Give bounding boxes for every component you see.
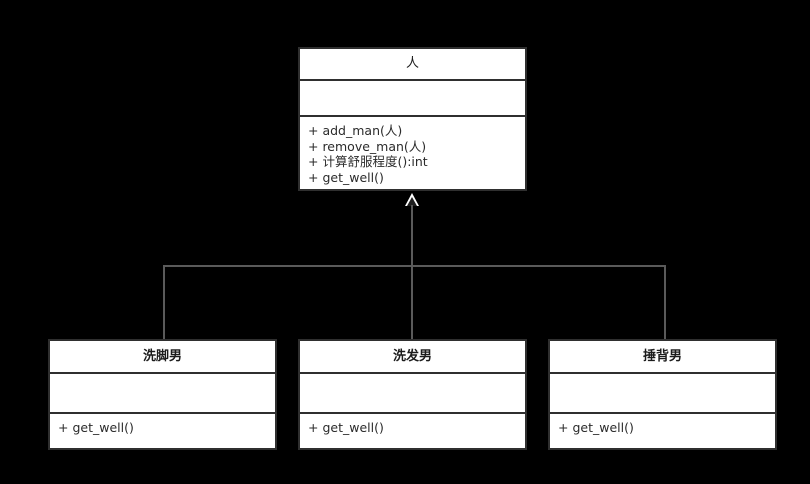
connector-horizontal-bus [163, 265, 666, 267]
class-attributes-child-3 [550, 372, 775, 412]
class-box-child-2[interactable]: 洗发男 + get_well() [298, 339, 527, 450]
class-operations-parent: + add_man(人) + remove_man(人) + 计算舒服程度():… [300, 115, 525, 189]
operation-item: + get_well() [308, 169, 384, 185]
class-box-child-3[interactable]: 捶背男 + get_well() [548, 339, 777, 450]
class-name-child-1: 洗脚男 [142, 349, 182, 364]
inheritance-triangle-inner-icon [407, 197, 417, 206]
operation-item: + get_well() [558, 420, 634, 435]
class-attributes-child-1 [50, 372, 275, 412]
class-name-child-2: 洗发男 [392, 349, 432, 364]
class-name-child-3: 捶背男 [642, 349, 682, 364]
operation-item: + remove_man(人) [308, 138, 427, 154]
class-name-parent: 人 [405, 56, 419, 72]
operation-item: + add_man(人) [308, 123, 403, 138]
class-operations-child-1: + get_well() [50, 412, 275, 448]
class-operations-child-2: + get_well() [300, 412, 525, 448]
operation-item: + get_well() [308, 420, 384, 435]
operation-item: + get_well() [58, 420, 134, 435]
class-box-parent[interactable]: 人 + add_man(人) + remove_man(人) + 计算舒服程度(… [298, 47, 527, 191]
class-attributes-parent [300, 78, 525, 115]
connector-drop-child-1 [163, 265, 165, 339]
connector-drop-child-3 [664, 265, 666, 339]
connector-parent-stem [411, 205, 413, 339]
operation-item: + 计算舒服程度():int [308, 154, 428, 169]
class-attributes-child-2 [300, 372, 525, 412]
class-operations-child-3: + get_well() [550, 412, 775, 448]
class-box-child-1[interactable]: 洗脚男 + get_well() [48, 339, 277, 450]
